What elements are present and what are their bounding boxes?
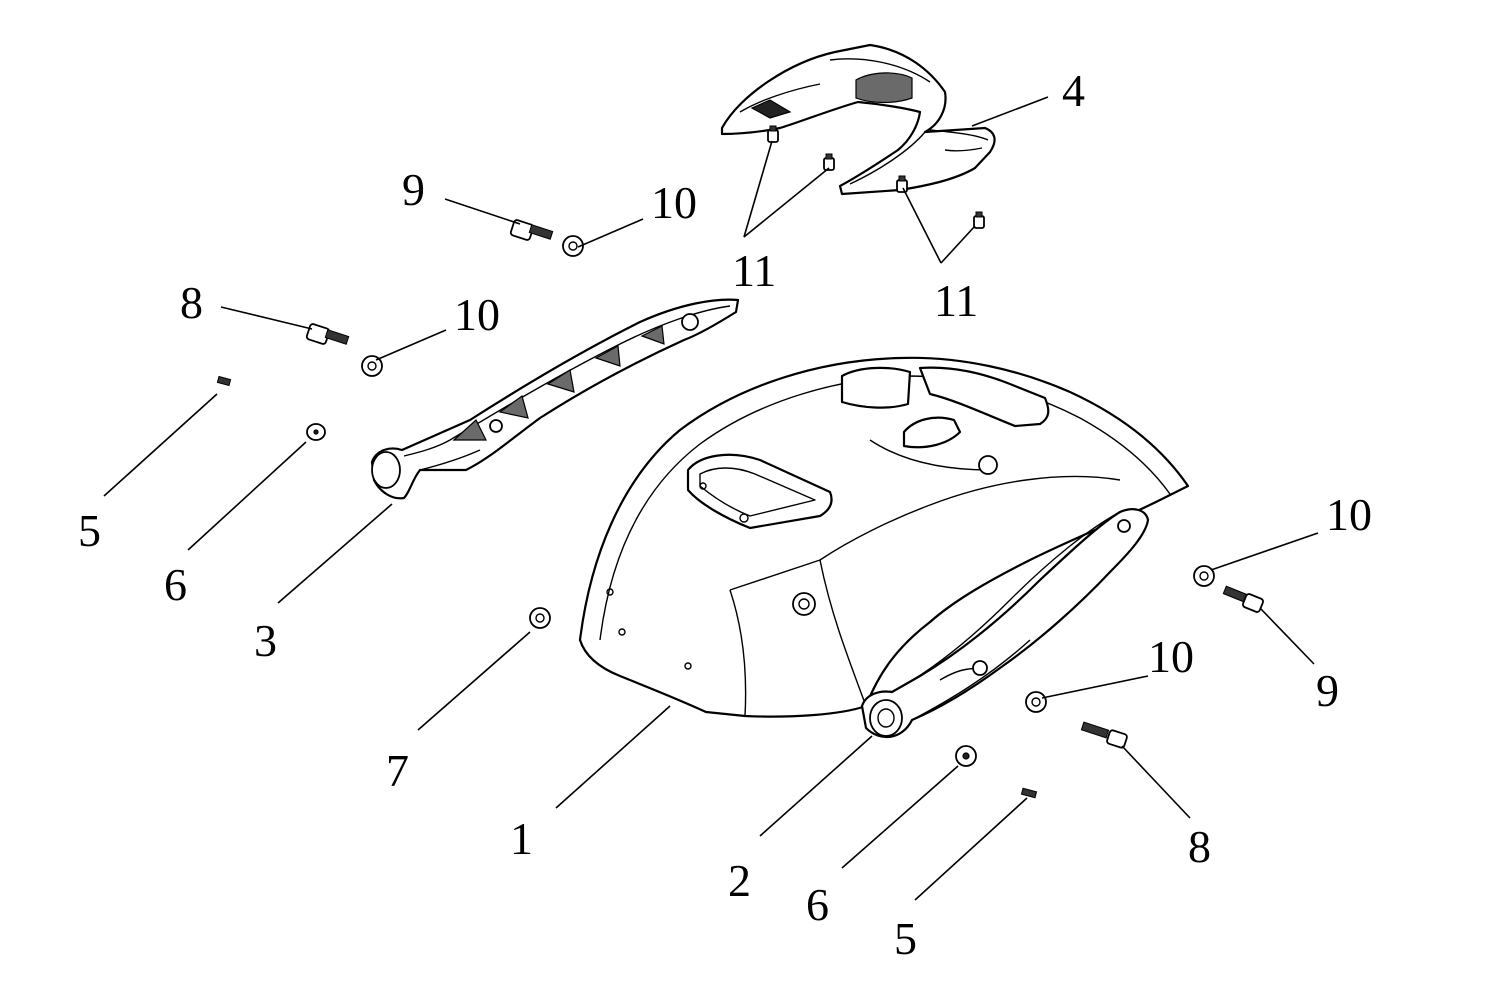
callout-3: 3 <box>254 615 277 666</box>
callout-9-right: 9 <box>1316 665 1339 716</box>
callout-7: 7 <box>386 745 409 796</box>
bolt-8-right <box>1080 721 1128 749</box>
hardware <box>216 219 1264 799</box>
callout-10-top-left: 10 <box>651 177 697 228</box>
nut-10-b <box>361 355 383 377</box>
screw-5-right <box>1020 787 1038 799</box>
callout-5-right: 5 <box>894 913 917 964</box>
callout-8-left: 8 <box>180 277 203 328</box>
nut-10-c <box>1193 565 1215 587</box>
bolt-11-4 <box>973 211 985 229</box>
callout-1: 1 <box>510 813 533 864</box>
callout-8-right: 8 <box>1188 821 1211 872</box>
callout-11-left: 11 <box>732 245 776 296</box>
bolt-11-3 <box>896 175 908 193</box>
part-2-right-strut <box>860 508 1150 739</box>
bolt-11-2 <box>823 153 835 171</box>
nut-7 <box>529 607 551 629</box>
bolt-8-left <box>305 323 350 345</box>
callout-2: 2 <box>728 855 751 906</box>
callout-10-right-lower: 10 <box>1148 631 1194 682</box>
screw-5-left <box>216 375 232 387</box>
part-3-left-strut <box>370 298 740 500</box>
bolt-11-1 <box>767 125 779 143</box>
leader-lines <box>103 96 1319 901</box>
callout-6-left: 6 <box>164 559 187 610</box>
callout-9-left: 9 <box>402 164 425 215</box>
washer-6-right <box>955 745 977 767</box>
callout-10-left: 10 <box>454 289 500 340</box>
callout-labels: 4 9 10 8 10 11 11 5 6 3 10 9 10 7 1 2 8 … <box>78 65 1372 964</box>
nut-10-a <box>562 235 584 257</box>
part-4-rear-cover <box>720 43 996 196</box>
washer-6-left <box>306 423 326 441</box>
callout-4: 4 <box>1062 65 1085 116</box>
callout-10-right: 10 <box>1326 489 1372 540</box>
callout-5-left: 5 <box>78 505 101 556</box>
part-1-rear-fender <box>578 356 1190 718</box>
nut-10-d <box>1025 691 1047 713</box>
callout-6-right: 6 <box>806 879 829 930</box>
bolt-9-right <box>1222 585 1264 613</box>
part-11-bolts <box>767 125 985 229</box>
callout-11-right: 11 <box>934 275 978 326</box>
bolt-9-left <box>509 219 554 241</box>
